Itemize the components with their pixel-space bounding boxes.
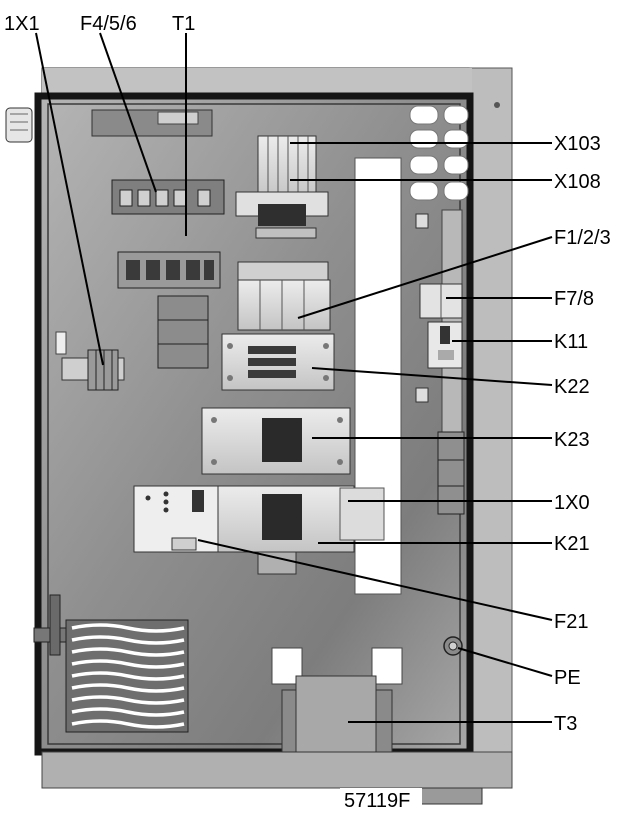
transformer-t3 [271, 647, 403, 753]
label-k22: K22 [554, 376, 590, 398]
label-t3: T3 [554, 713, 577, 735]
fuse-f78 [419, 283, 463, 319]
label-k21: K21 [554, 533, 590, 555]
contactor-k22 [221, 333, 335, 391]
bottom-cable-entry [419, 787, 483, 805]
label-f456: F4/5/6 [80, 13, 137, 35]
leader-k22 [311, 367, 553, 386]
terminal-block-1x1 [61, 349, 125, 391]
leader-lines [35, 32, 553, 723]
leader-1x1 [35, 32, 104, 366]
leader-f123 [297, 236, 553, 319]
contactor-k21 [217, 485, 385, 553]
label-f21: F21 [554, 611, 588, 633]
label-f78: F7/8 [554, 288, 594, 310]
vent-grille-icon [65, 619, 189, 733]
contactor-k23 [201, 407, 351, 475]
hinge-icon [33, 594, 71, 656]
transformer-t1 [117, 251, 221, 289]
label-1x1: 1X1 [4, 13, 40, 35]
callout-labels: 1X1 F4/5/6 T1 X103 X108 F1/2/3 F7/8 K11 … [4, 13, 611, 735]
ground-stud-icon [443, 636, 463, 656]
label-k11: K11 [554, 331, 588, 353]
label-1x0: 1X0 [554, 492, 590, 514]
label-pe: PE [554, 667, 581, 689]
label-t1: T1 [172, 13, 195, 35]
label-f123: F1/2/3 [554, 227, 611, 249]
label-x103: X103 [554, 133, 601, 155]
fuse-holder-f456 [111, 179, 225, 215]
label-x108: X108 [554, 171, 601, 193]
cabinet-side-panel [469, 67, 513, 789]
cable-gland-icon [5, 107, 33, 143]
caution-label [157, 295, 209, 369]
figure-code: 57119F [344, 790, 410, 812]
terminal-block-x103-x108 [235, 135, 329, 239]
leader-f21 [197, 539, 553, 621]
leader-f456 [99, 32, 157, 193]
leader-pe [457, 647, 553, 677]
label-k23: K23 [554, 429, 590, 451]
relay-k11 [427, 321, 463, 369]
breaker-f123 [237, 261, 331, 331]
